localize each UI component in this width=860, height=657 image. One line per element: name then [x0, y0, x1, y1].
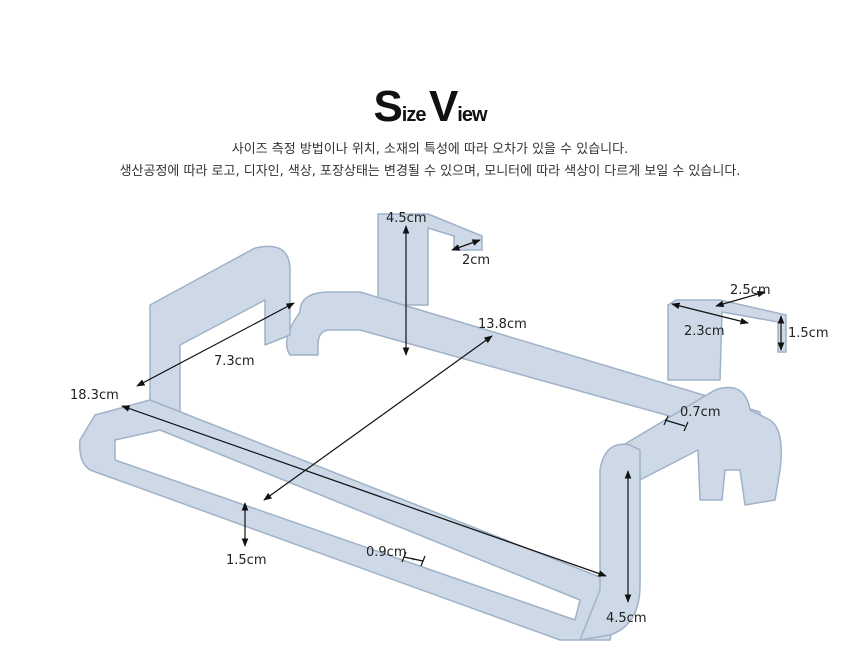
right-rail: [611, 386, 782, 601]
label-inner-width: 7.3cm: [214, 354, 255, 369]
title-v: V: [428, 82, 458, 131]
title-ize: ize: [401, 104, 427, 126]
label-hook-right-width: 2.5cm: [730, 283, 771, 298]
label-hook-right-height: 1.5cm: [788, 326, 829, 341]
label-bar-thickness-front: 0.9cm: [366, 545, 407, 560]
label-hook-left-height: 4.5cm: [386, 211, 427, 226]
label-bar-thickness-right: 0.7cm: [680, 405, 721, 420]
arrow-hook-left-depth: [451, 239, 481, 251]
label-outer-length: 18.3cm: [70, 388, 119, 403]
size-view-title: Size View: [0, 82, 860, 132]
arrow-hook-right-depth: [671, 302, 749, 325]
label-base-height: 1.5cm: [226, 553, 267, 568]
title-s: S: [373, 82, 402, 131]
right-hook: [667, 299, 787, 381]
tick-right-thickness: [663, 415, 689, 432]
notice-line-2: 생산공정에 따라 로고, 디자인, 색상, 포장상태는 변경될 수 있으며, 모…: [119, 164, 741, 179]
label-hook-left-depth: 2cm: [462, 253, 490, 268]
arrow-diagonal: [263, 335, 493, 501]
dimension-arrows: [121, 225, 785, 603]
notice-line-1: 사이즈 측정 방법이나 위치, 소재의 특성에 따라 오차가 있을 수 있습니다…: [231, 142, 629, 157]
arrow-inner-width: [136, 302, 295, 387]
arrow-outer-length: [121, 405, 607, 577]
bag-holder-frame: [78, 213, 787, 641]
label-diagonal: 13.8cm: [478, 317, 527, 332]
label-front-height: 4.5cm: [606, 611, 647, 626]
tick-front-thickness: [401, 551, 426, 567]
front-frame-inner: [114, 429, 581, 621]
label-hook-right-depth: 2.3cm: [684, 324, 725, 339]
title-iew: iew: [457, 104, 487, 126]
